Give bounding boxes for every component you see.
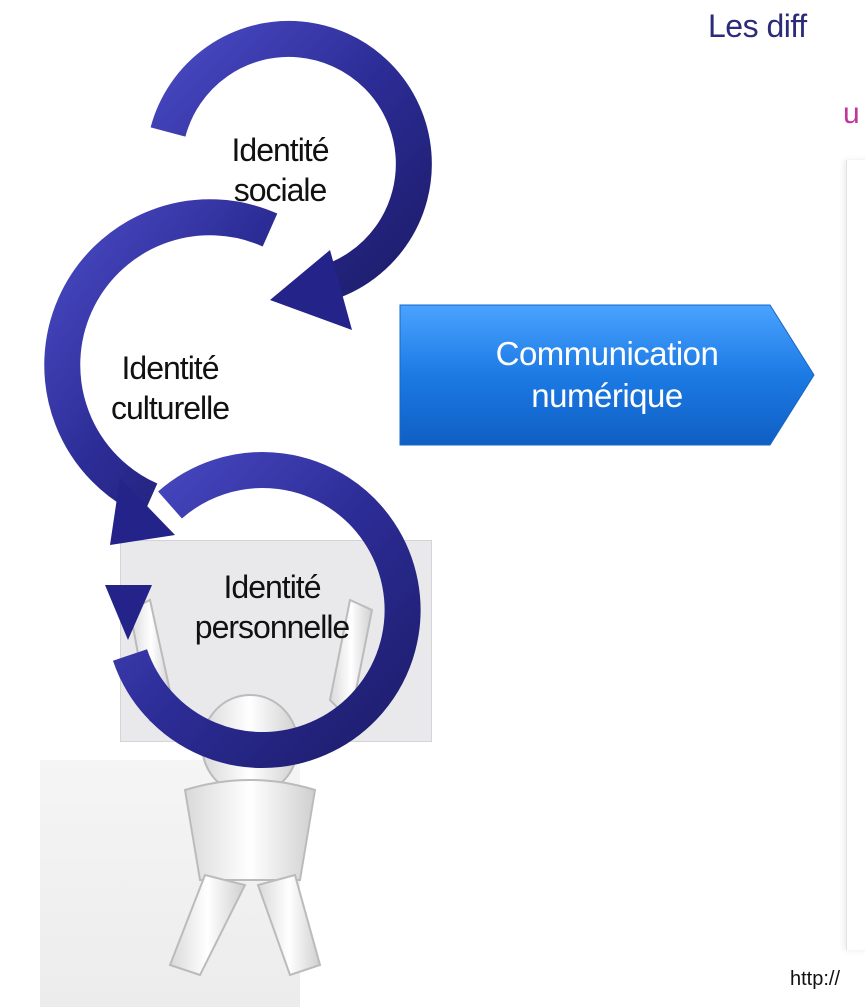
cycle-label-social: Identité sociale <box>231 132 330 208</box>
person-figure <box>128 598 374 977</box>
source-url: http:// <box>790 968 841 990</box>
communication-arrow <box>399 304 815 446</box>
cycle-arrow-personal <box>105 452 421 769</box>
subtitle-fragment: u <box>843 97 860 130</box>
cycle-arrow-cultural <box>44 199 278 545</box>
cycle-label-personal: Identité personnelle <box>194 569 350 645</box>
arrow-label: Communication numérique <box>495 335 719 414</box>
cycle-arrow-social <box>150 20 432 330</box>
cycle-label-cultural: Identité culturelle <box>110 350 230 426</box>
right-content-panel <box>846 160 865 950</box>
page-title: Les diff <box>708 8 807 44</box>
